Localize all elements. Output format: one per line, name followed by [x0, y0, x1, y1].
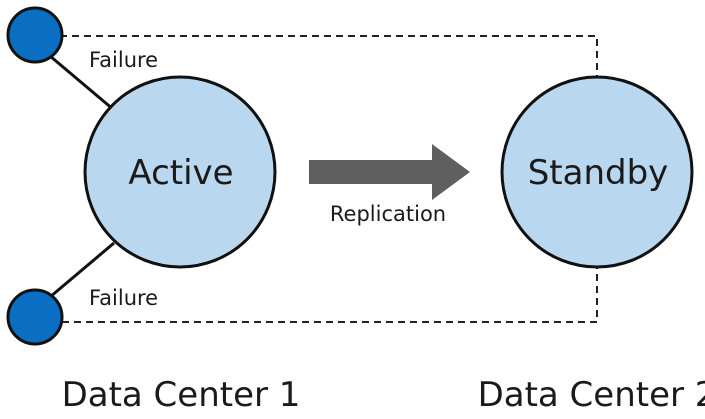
replication-label: Replication [330, 202, 446, 226]
client-node-top [6, 6, 64, 64]
data-center-2-label: Data Center 2 [478, 375, 705, 415]
failure-label-bottom: Failure [89, 286, 158, 310]
failure-connector-top [49, 54, 115, 112]
data-center-1-label: Data Center 1 [62, 375, 301, 415]
failure-label-top: Failure [89, 48, 158, 72]
active-node-label: Active [128, 153, 233, 193]
standby-node-label: Standby [528, 153, 669, 193]
active-node [83, 75, 277, 269]
replication-arrow [309, 144, 470, 200]
standby-node [500, 75, 694, 269]
failure-connector-bottom [49, 241, 115, 299]
failover-path-dashed-line [60, 35, 598, 323]
client-node-bottom [6, 288, 64, 346]
